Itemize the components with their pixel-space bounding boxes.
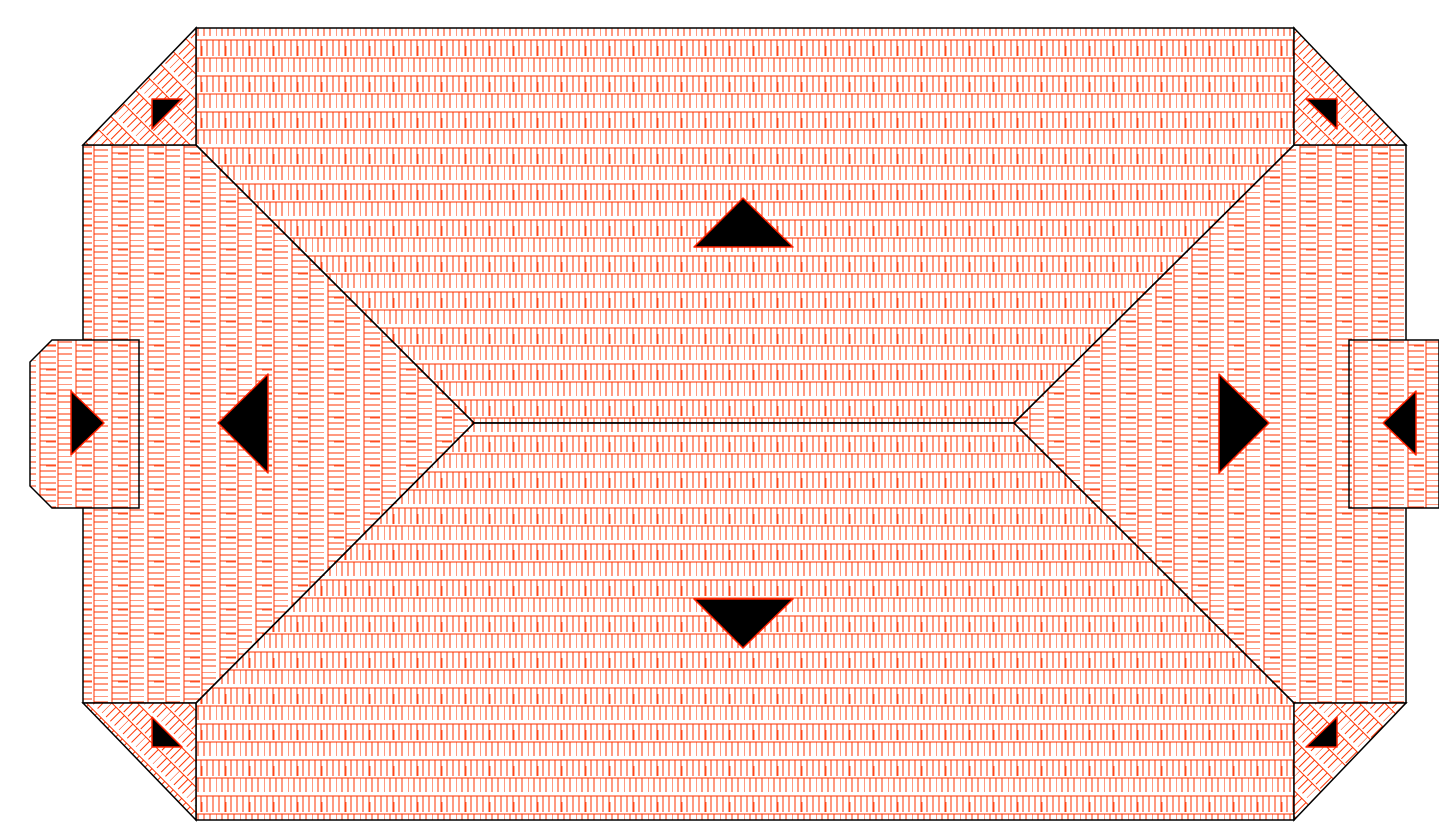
hip-line-nw <box>195 144 475 424</box>
corner-arrow-se-icon <box>1305 716 1338 748</box>
northwest-corner-plane <box>81 26 197 146</box>
slope-arrows <box>70 98 1417 748</box>
hip-line-sw <box>195 422 475 704</box>
ridge-lines <box>195 144 1295 704</box>
slope-arrow-right-icon <box>1218 373 1270 474</box>
dormer-arrow-right-icon <box>70 390 105 456</box>
corner-arrow-sw-icon <box>151 716 183 748</box>
slope-arrow-left-icon <box>217 373 269 474</box>
corner-arrow-ne-icon <box>1305 98 1338 130</box>
northeast-corner-plane <box>1293 26 1408 146</box>
slope-arrow-up-icon <box>693 197 794 248</box>
hip-line-ne <box>1013 144 1295 424</box>
hip-line-se <box>1013 422 1295 704</box>
dormer-arrow-left-icon <box>1382 390 1417 456</box>
corner-arrow-nw-icon <box>151 98 183 130</box>
slope-arrow-down-icon <box>693 598 794 649</box>
